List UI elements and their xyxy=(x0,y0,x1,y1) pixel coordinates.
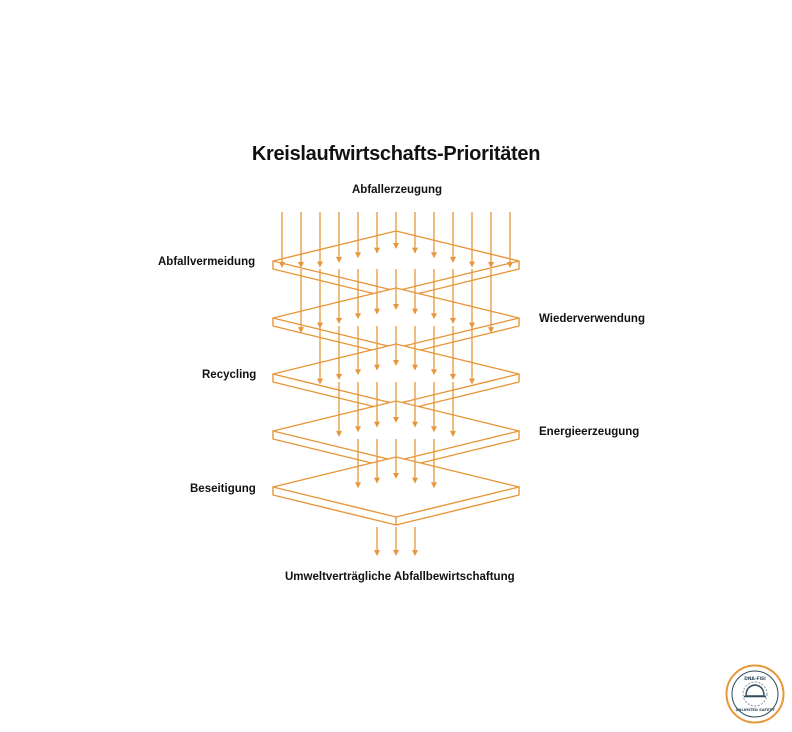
hard-hat-icon xyxy=(745,684,765,697)
arrow-flow-head-0-5 xyxy=(393,304,399,310)
arrow-input-0-head xyxy=(279,262,285,268)
arrow-flow-head-1-4 xyxy=(393,360,399,366)
arrow-input-6-head xyxy=(393,243,399,249)
arrow-input-4-head xyxy=(355,252,361,259)
badge-inner-ring xyxy=(731,670,779,718)
arrow-input-12-head xyxy=(507,262,513,268)
arrow-input-1-head xyxy=(298,262,304,268)
layer-label-beseitigung: Beseitigung xyxy=(190,483,256,495)
arrow-flow-head-3-0 xyxy=(355,482,361,489)
label-top-input: Abfallerzeugung xyxy=(352,184,443,196)
arrow-flow-head-2-4 xyxy=(412,421,418,428)
company-badge-logo: DNA-FISI UNLIMITED SAFETY xyxy=(725,664,785,724)
layer-label-recycling: Recycling xyxy=(202,369,257,381)
arrow-flow-head-1-3 xyxy=(374,364,380,371)
arrow-flow-head-3-1 xyxy=(374,477,380,484)
arrow-flow-head-2-1 xyxy=(355,426,361,433)
arrow-flow-head-0-6 xyxy=(412,308,418,315)
arrow-flow-head-1-6 xyxy=(431,369,437,376)
arrow-input-8-head xyxy=(431,252,437,259)
badge-text-top: DNA-FISI xyxy=(744,676,766,682)
arrow-flow-head-0-4 xyxy=(374,308,380,315)
arrow-input-5-head xyxy=(374,247,380,254)
arrow-flow-head-1-5 xyxy=(412,364,418,371)
layer-label-wiederverwendung: Wiederverwendung xyxy=(539,313,645,325)
arrow-output-0-head xyxy=(374,550,380,556)
badge-text-bottom: UNLIMITED SAFETY xyxy=(736,708,775,712)
arrow-flow-head-1-2 xyxy=(355,369,361,376)
arrow-flow-head-0-9 xyxy=(469,322,475,329)
arrow-flow-head-0-7 xyxy=(431,313,437,320)
arrow-flow-head-1-1 xyxy=(336,373,342,380)
layer-label-abfallvermeidung: Abfallvermeidung xyxy=(158,256,256,268)
label-bottom-output: Umweltverträgliche Abfallbewirtschaftung xyxy=(285,571,515,583)
arrow-flow-head-0-2 xyxy=(336,317,342,324)
arrow-flow-head-2-5 xyxy=(431,426,437,433)
arrow-flow-head-1-7 xyxy=(450,373,456,380)
arrow-input-2-head xyxy=(317,261,323,268)
layer-label-energieerzeugung: Energieerzeugung xyxy=(539,426,640,438)
badge-outer-ring xyxy=(725,664,785,724)
arrow-flow-head-1-8 xyxy=(469,378,475,385)
arrow-input-9-head xyxy=(450,256,456,263)
arrow-input-3-head xyxy=(336,256,342,263)
arrow-input-7-head xyxy=(412,247,418,254)
diagram-title: Kreislaufwirtschafts-Prioritäten xyxy=(251,143,541,165)
arrow-flow-head-0-3 xyxy=(355,313,361,320)
arrow-flow-head-2-6 xyxy=(450,430,456,437)
arrow-output-2-head xyxy=(412,550,418,556)
arrow-flow-head-0-0 xyxy=(298,327,304,334)
arrow-flow-head-0-10 xyxy=(488,327,494,334)
arrow-flow-head-2-2 xyxy=(374,421,380,428)
gear-icon xyxy=(742,681,768,707)
arrow-output-1-head xyxy=(393,550,399,556)
arrow-flow-head-1-0 xyxy=(317,378,323,385)
arrow-flow-head-0-8 xyxy=(450,317,456,324)
arrow-input-11-head xyxy=(488,262,494,268)
arrow-flow-head-2-0 xyxy=(336,430,342,437)
arrow-flow-head-3-3 xyxy=(412,477,418,484)
arrow-flow-head-3-2 xyxy=(393,473,399,479)
arrow-flow-head-3-4 xyxy=(431,482,437,489)
arrow-flow-head-2-3 xyxy=(393,417,399,423)
arrow-input-10-head xyxy=(469,261,475,268)
arrow-flow-head-0-1 xyxy=(317,322,323,329)
